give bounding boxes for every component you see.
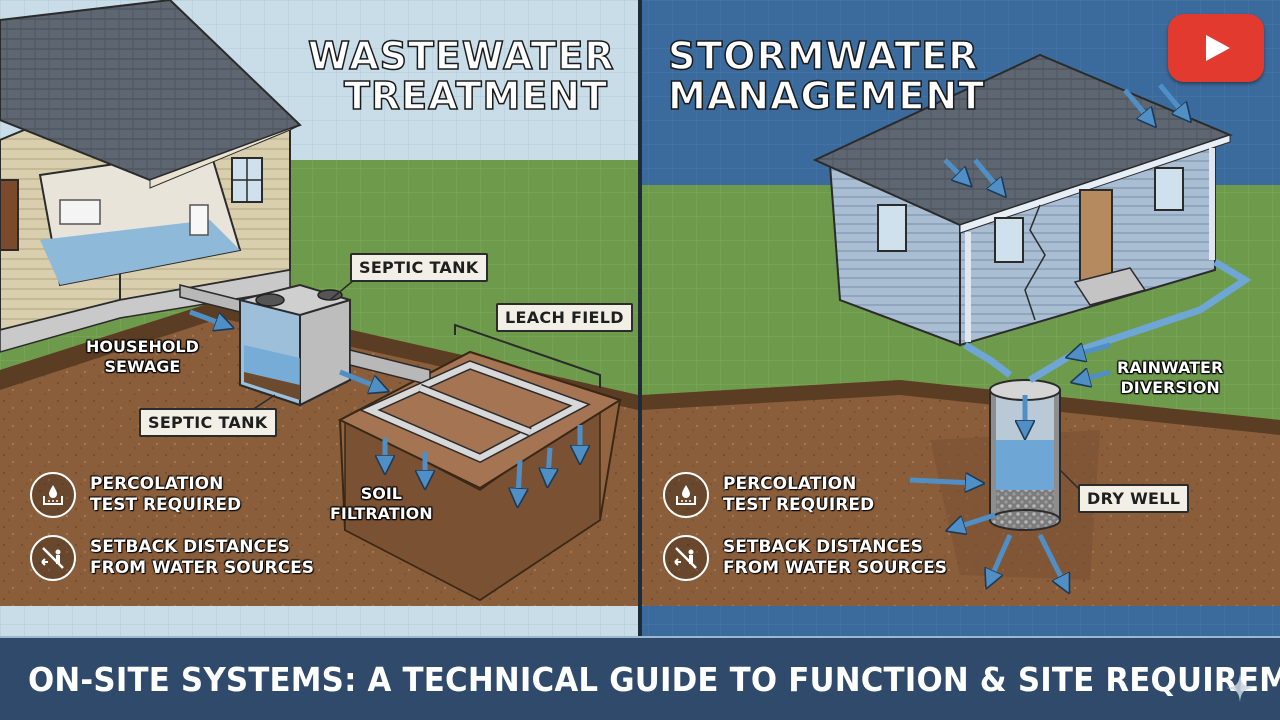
flow-arrows-right	[909, 83, 1185, 585]
soil-filtration-label: SOIL FILTRATION	[330, 484, 433, 524]
right-percolation-line1: PERCOLATION	[723, 474, 857, 494]
right-panel	[642, 0, 1280, 636]
left-requirement-setback: SETBACK DISTANCES FROM WATER SOURCES	[30, 535, 314, 581]
rainwater-diversion-label: RAINWATER DIVERSION	[1117, 358, 1223, 398]
wastewater-title: WASTEWATER TREATMENT	[307, 34, 615, 118]
dry-well-callout: DRY WELL	[1078, 484, 1190, 513]
stormwater-title: STORMWATER MANAGEMENT	[667, 34, 988, 118]
footer-banner: ON-SITE SYSTEMS: A TECHNICAL GUIDE TO FU…	[0, 636, 1280, 720]
left-percolation-line1: PERCOLATION	[90, 474, 224, 494]
setback-distance-icon	[30, 535, 76, 581]
household-sewage-label: HOUSEHOLD SEWAGE	[86, 337, 199, 377]
leach-field-callout: LEACH FIELD	[496, 303, 633, 332]
soil-filtration-line2: FILTRATION	[330, 504, 433, 523]
rainwater-diversion-line1: RAINWATER	[1117, 358, 1224, 377]
dry-well	[989, 379, 1061, 531]
right-requirement-percolation: PERCOLATION TEST REQUIRED	[663, 472, 874, 518]
stormwater-title-line2: MANAGEMENT	[667, 74, 986, 118]
wastewater-title-line2: TREATMENT	[343, 74, 608, 118]
left-setback-line1: SETBACK DISTANCES	[90, 537, 290, 557]
left-percolation-line2: TEST REQUIRED	[90, 495, 242, 515]
setback-distance-icon	[663, 535, 709, 581]
right-setback-line1: SETBACK DISTANCES	[723, 537, 923, 557]
house-left	[0, 0, 302, 353]
household-sewage-line1: HOUSEHOLD	[86, 337, 199, 356]
septic-tank-callout-top: SEPTIC TANK	[350, 253, 488, 282]
septic-tank	[239, 283, 351, 407]
youtube-play-icon	[1206, 35, 1230, 61]
right-percolation-line2: TEST REQUIRED	[723, 495, 875, 515]
soil-filtration-line1: SOIL	[360, 484, 402, 503]
stormwater-title-line1: STORMWATER	[667, 34, 979, 78]
flow-arrows-left	[189, 309, 580, 498]
septic-tank-callout-bottom: SEPTIC TANK	[139, 408, 277, 437]
left-requirement-percolation: PERCOLATION TEST REQUIRED	[30, 472, 241, 518]
rainwater-diversion-line2: DIVERSION	[1120, 378, 1220, 397]
left-setback-line2: FROM WATER SOURCES	[90, 558, 314, 578]
house-right	[812, 53, 1233, 347]
percolation-test-icon	[30, 472, 76, 518]
household-sewage-line2: SEWAGE	[104, 357, 181, 376]
leach-field	[358, 360, 592, 463]
sparkle-icon	[1226, 674, 1254, 702]
right-requirement-setback: SETBACK DISTANCES FROM WATER SOURCES	[663, 535, 947, 581]
wastewater-title-line1: WASTEWATER	[307, 34, 615, 78]
banner-title: ON-SITE SYSTEMS: A TECHNICAL GUIDE TO FU…	[28, 660, 1280, 699]
percolation-test-icon	[663, 472, 709, 518]
right-setback-line2: FROM WATER SOURCES	[723, 558, 947, 578]
youtube-play-button[interactable]	[1168, 14, 1264, 82]
